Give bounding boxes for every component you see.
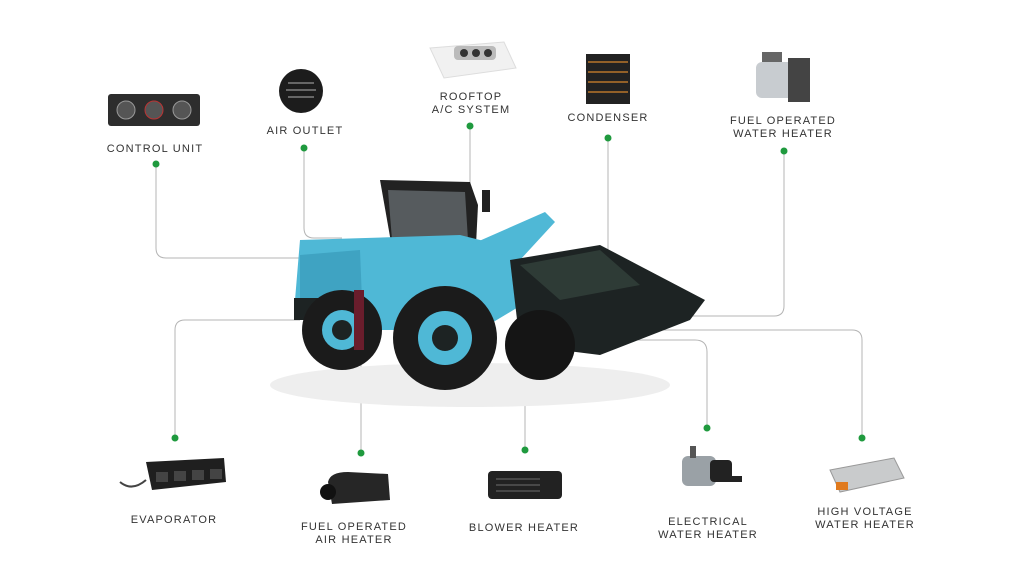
label-line: ELECTRICAL xyxy=(668,516,748,528)
condenser-image xyxy=(586,54,630,104)
label-control-unit: CONTROL UNIT xyxy=(106,143,204,155)
connector-electrical-water-heater xyxy=(530,339,708,428)
label-line: FUEL OPERATED xyxy=(729,115,837,127)
blower-heater-image xyxy=(488,471,562,499)
dot-electrical-water-heater xyxy=(703,424,711,432)
dot-control-unit xyxy=(152,160,160,168)
dot-air-outlet xyxy=(300,144,308,152)
label-air-outlet: AIR OUTLET xyxy=(266,125,344,137)
label-line: AIR HEATER xyxy=(315,534,393,546)
dot-evaporator xyxy=(171,434,179,442)
dot-hv-water-heater xyxy=(858,434,866,442)
rooftop-ac-image xyxy=(429,41,517,79)
label-line: WATER HEATER xyxy=(658,529,758,541)
connector-air-outlet xyxy=(303,148,342,239)
fuel-air-heater-image xyxy=(320,472,390,504)
fuel-water-heater-image xyxy=(756,52,810,102)
connector-control-unit xyxy=(155,164,312,259)
label-line: ROOFTOP xyxy=(439,91,503,103)
label-condenser: CONDENSER xyxy=(567,112,649,124)
connector-hv-water-heater xyxy=(530,329,863,438)
label-evaporator: EVAPORATOR xyxy=(130,514,218,526)
label-line: WATER HEATER xyxy=(815,519,915,531)
evaporator-image xyxy=(119,458,226,490)
hv-water-heater-image xyxy=(829,457,905,493)
dot-fuel-air-heater xyxy=(357,449,365,457)
connector-fuel-water-heater xyxy=(690,151,785,317)
electrical-water-heater-image xyxy=(682,446,742,486)
dot-condenser xyxy=(604,134,612,142)
label-line: FUEL OPERATED xyxy=(300,521,408,533)
air-outlet-image xyxy=(279,69,323,113)
dot-rooftop xyxy=(466,122,474,130)
label-line: A/C SYSTEM xyxy=(431,104,511,116)
label-line: HIGH VOLTAGE xyxy=(817,506,913,518)
label-blower-heater: BLOWER HEATER xyxy=(468,522,580,534)
label-line: WATER HEATER xyxy=(733,128,833,140)
connector-evaporator xyxy=(174,319,300,438)
dot-blower-heater xyxy=(521,446,529,454)
dot-fuel-water-heater xyxy=(780,147,788,155)
control-unit-image xyxy=(108,94,200,126)
